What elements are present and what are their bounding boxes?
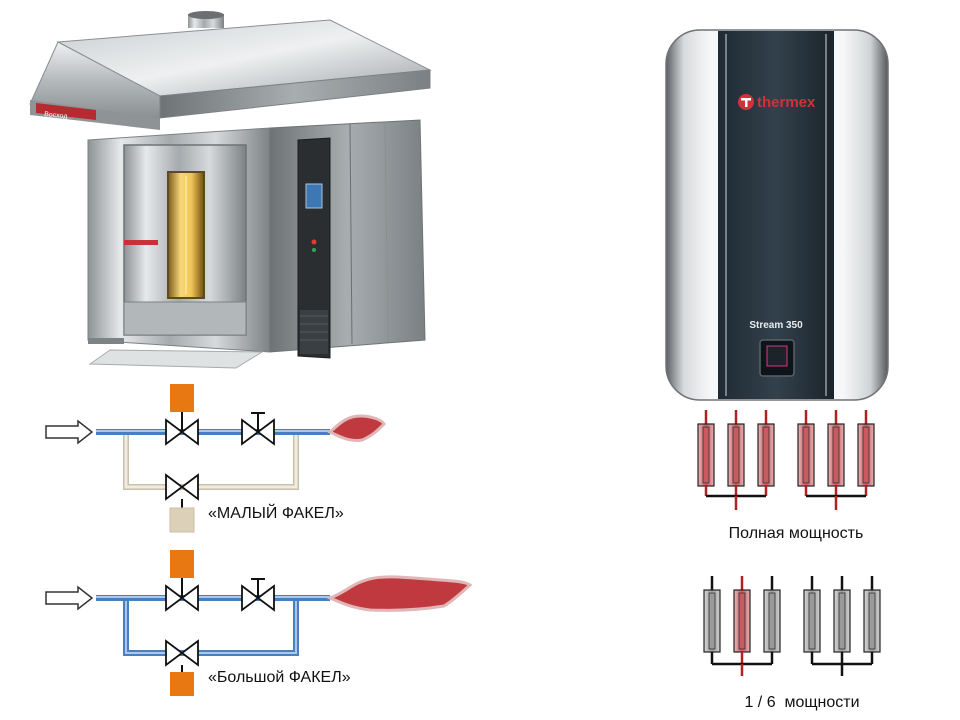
gas-scheme-small-flame: «МАЛЫЙ ФАКЕЛ» [45, 384, 386, 533]
solenoid-actuator-on [170, 550, 194, 578]
heater-model-text: Stream 350 [749, 320, 803, 331]
oven-ramp [88, 349, 264, 369]
heater-logo: thermex [738, 94, 816, 111]
heating-element-core [808, 592, 816, 650]
gas-inlet-arrow-icon [45, 419, 94, 445]
heating-element-core [832, 426, 840, 484]
water-heater: thermex Stream 350 [665, 29, 889, 401]
small-flame-icon [327, 414, 386, 442]
heating-element-core [708, 592, 716, 650]
solenoid-actuator-on [170, 384, 194, 412]
oven-brand-text: Восход [44, 111, 68, 120]
partial-power-label: 1 / 6 мощности [744, 694, 859, 711]
manual-valve [241, 578, 275, 612]
small-flame-label: «МАЛЫЙ ФАКЕЛ» [208, 503, 344, 522]
big-flame-icon [325, 575, 473, 612]
heater-brand-text: thermex [757, 94, 816, 111]
heating-elements-partial-power [703, 576, 881, 676]
gas-scheme-big-flame: «Большой ФАКЕЛ» [45, 550, 473, 696]
heater-front-panel [718, 31, 834, 399]
oven-indicator-red [311, 239, 317, 245]
oven-display [305, 183, 323, 209]
gas-inlet-arrow-icon [45, 585, 94, 611]
solenoid-valve-bypass [165, 639, 199, 696]
rotary-oven: Восход [29, 11, 432, 369]
oven-door-handle [124, 240, 158, 245]
solenoid-actuator-on [170, 672, 194, 696]
solenoid-actuator-off [169, 507, 195, 533]
heating-element-core [768, 592, 776, 650]
heating-element-core [802, 426, 810, 484]
oven-body-side [269, 119, 426, 353]
big-flame-label: «Большой ФАКЕЛ» [208, 669, 351, 686]
heating-element-core [862, 426, 870, 484]
oven-brand-plate: Восход [36, 103, 96, 120]
heating-element-core [762, 426, 770, 484]
heating-element-core [868, 592, 876, 650]
heating-element-core [702, 426, 710, 484]
manual-valve [241, 412, 275, 446]
solenoid-valve-main [165, 384, 199, 446]
solenoid-valve-main [165, 550, 199, 612]
solenoid-valve-bypass [165, 473, 199, 533]
heating-element-core [738, 592, 746, 650]
heating-element-core [732, 426, 740, 484]
full-power-label: Полная мощность [729, 525, 864, 542]
heating-elements-full-power [697, 410, 875, 510]
heating-element-core [838, 592, 846, 650]
